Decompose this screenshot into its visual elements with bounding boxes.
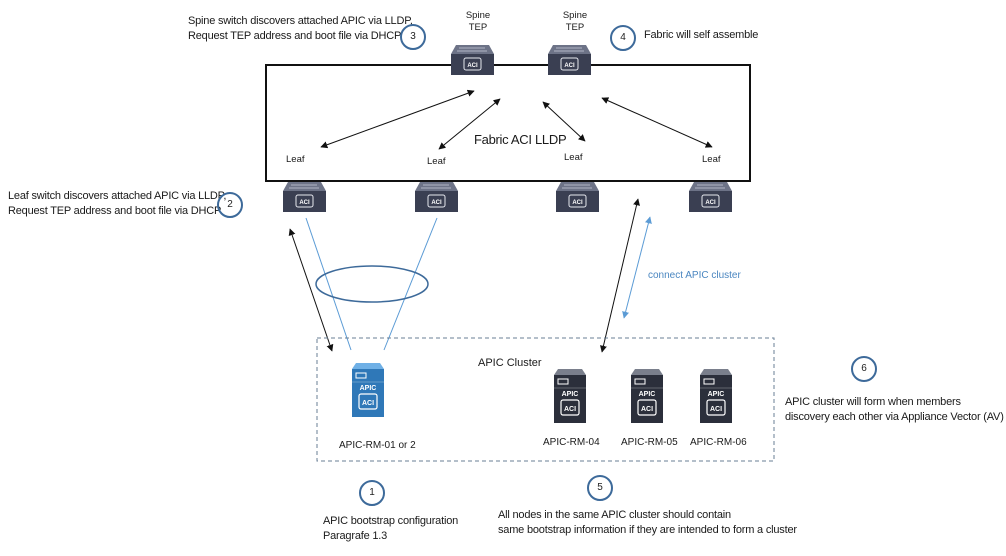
apic-server-icon: APIC ACI (700, 369, 732, 423)
step-5-line-2: same bootstrap information if they are i… (498, 524, 797, 536)
step-2-badge: 2 (217, 192, 243, 218)
step-3-badge: 3 (400, 24, 426, 50)
step-6-badge: 6 (851, 356, 877, 382)
apic-node-name-05: APIC-RM-05 (621, 437, 678, 448)
leaf-switch-1[interactable]: ACI (283, 182, 326, 212)
svg-text:ACI: ACI (467, 63, 478, 69)
leaf3-apic-discovery (600, 198, 640, 353)
apic-server-icon: APIC ACI (352, 363, 384, 417)
svg-text:ACI: ACI (564, 63, 575, 69)
aci-switch-icon: ACI (689, 182, 732, 212)
spine-leaf-link-3 (542, 101, 586, 142)
apic-node-name-06: APIC-RM-06 (690, 437, 747, 448)
connect-cluster-arrow (622, 216, 652, 319)
step-4-text: Fabric will self assemble (644, 29, 759, 41)
svg-text:ACI: ACI (431, 200, 442, 206)
spine-2-label-line2: TEP (565, 22, 585, 33)
apic-node-name-04: APIC-RM-04 (543, 437, 600, 448)
leaf-4-label: Leaf (702, 154, 721, 165)
apic-cluster-label: APIC Cluster (478, 357, 542, 369)
fabric-label: Fabric ACI LLDP (474, 132, 567, 147)
svg-text:ACI: ACI (362, 400, 374, 407)
leaf-3-label: Leaf (564, 152, 583, 163)
leaf-1-label: Leaf (286, 154, 305, 165)
step-1-line-2: Paragrafe 1.3 (323, 530, 388, 542)
connect-cluster-label: connect APIC cluster (648, 270, 741, 281)
step-3-line-2: Request TEP address and boot file via DH… (188, 30, 402, 42)
step-6-text: APIC cluster will form when members disc… (785, 395, 1004, 425)
svg-text:ACI: ACI (641, 406, 653, 413)
svg-text:APIC: APIC (708, 391, 725, 398)
step-2-line-2: Request TEP address and boot file via DH… (8, 205, 222, 217)
svg-text:ACI: ACI (572, 200, 583, 206)
apic-server-05[interactable]: APIC ACI (631, 369, 663, 423)
apic-server-icon: APIC ACI (631, 369, 663, 423)
leaf1-apic-discovery (288, 228, 334, 352)
apic-server-01[interactable]: APIC ACI (352, 363, 384, 417)
spine-1-label-line2: TEP (468, 22, 488, 33)
leaf1-apic-uplink (305, 217, 352, 351)
step-6-line-1: APIC cluster will form when members (785, 396, 961, 408)
svg-text:APIC: APIC (360, 385, 377, 392)
spine-1-label: Spine TEP (455, 10, 501, 34)
step-5-line-1: All nodes in the same APIC cluster shoul… (498, 509, 731, 521)
step-1-line-1: APIC bootstrap configuration (323, 515, 459, 527)
leaf-switch-4[interactable]: ACI (689, 182, 732, 212)
leaf-2-label: Leaf (427, 156, 446, 167)
aci-switch-icon: ACI (451, 45, 494, 75)
spine-2-label: Spine TEP (552, 10, 598, 34)
svg-text:ACI: ACI (710, 406, 722, 413)
apic-server-icon: APIC ACI (554, 369, 586, 423)
step-5-badge: 5 (587, 475, 613, 501)
spine-leaf-link-4 (601, 97, 713, 148)
leaf-switch-2[interactable]: ACI (415, 182, 458, 212)
svg-text:ACI: ACI (299, 200, 310, 206)
step-2-line-1: Leaf switch discovers attached APIC via … (8, 190, 227, 202)
spine-leaf-link-2 (438, 98, 501, 150)
step-3-line-1: Spine switch discovers attached APIC via… (188, 15, 413, 27)
step-3-text: Spine switch discovers attached APIC via… (188, 14, 413, 44)
svg-text:APIC: APIC (639, 391, 656, 398)
leaf2-apic-uplink (383, 217, 438, 351)
fabric-box (265, 64, 751, 182)
step-4-badge: 4 (610, 25, 636, 51)
aci-switch-icon: ACI (283, 182, 326, 212)
aci-switch-icon: ACI (548, 45, 591, 75)
apic-server-06[interactable]: APIC ACI (700, 369, 732, 423)
spine-switch-1[interactable]: ACI (451, 45, 494, 75)
apic-node-name-01: APIC-RM-01 or 2 (339, 440, 416, 451)
aci-switch-icon: ACI (556, 182, 599, 212)
leaf-switch-3[interactable]: ACI (556, 182, 599, 212)
spine-switch-2[interactable]: ACI (548, 45, 591, 75)
step-1-badge: 1 (359, 480, 385, 506)
svg-text:APIC: APIC (562, 391, 579, 398)
aci-switch-icon: ACI (415, 182, 458, 212)
step-5-text: All nodes in the same APIC cluster shoul… (498, 508, 797, 538)
step-1-text: APIC bootstrap configuration Paragrafe 1… (323, 514, 458, 544)
port-channel-ellipse (315, 265, 429, 303)
apic-cluster-box (316, 337, 775, 462)
svg-text:ACI: ACI (564, 406, 576, 413)
spine-1-label-line1: Spine (465, 10, 491, 21)
spine-2-label-line1: Spine (562, 10, 588, 21)
step-2-text: Leaf switch discovers attached APIC via … (8, 189, 226, 219)
svg-text:ACI: ACI (705, 200, 716, 206)
step-6-line-2: discovery each other via Appliance Vecto… (785, 411, 1004, 423)
apic-server-04[interactable]: APIC ACI (554, 369, 586, 423)
